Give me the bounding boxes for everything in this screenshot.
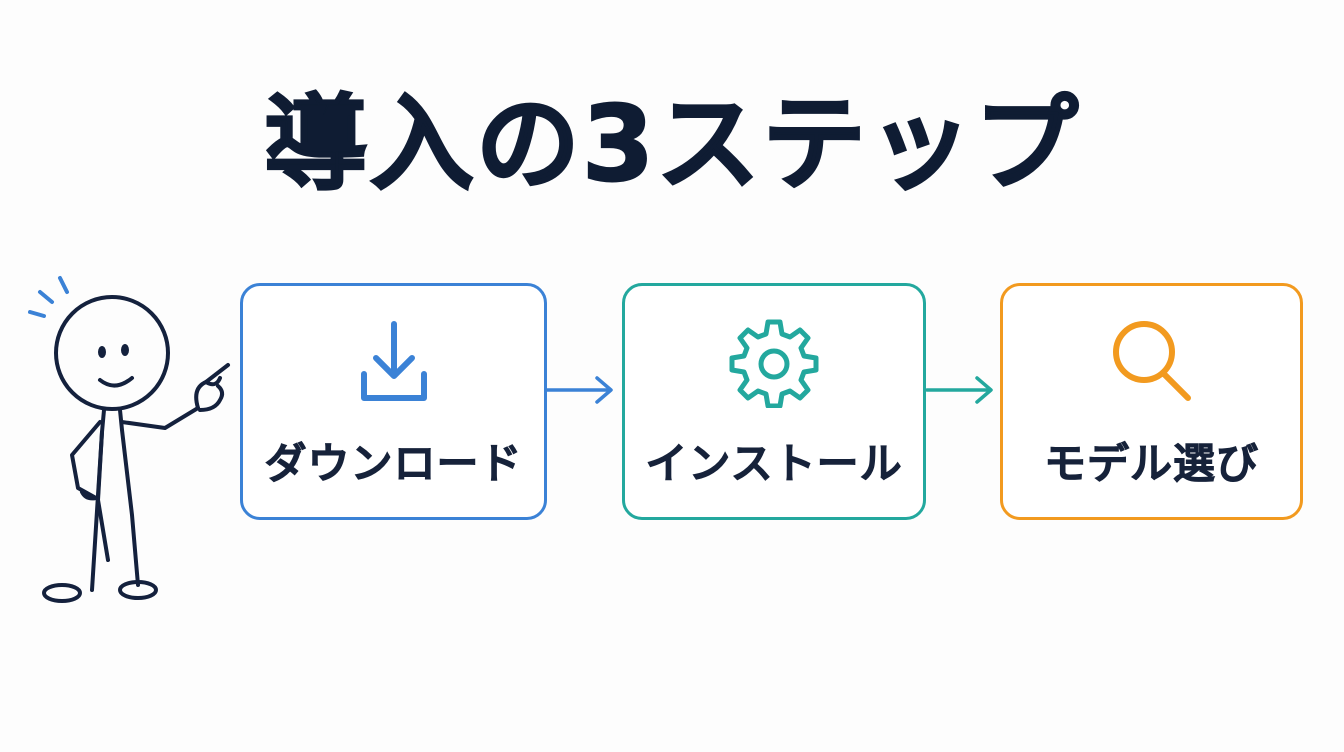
arrow-right-icon [925, 376, 993, 404]
step-install: インストール [622, 283, 926, 520]
step-label-install: インストール [645, 439, 903, 489]
step-model-choice: モデル選び [1000, 283, 1303, 520]
page-title: 導入の3ステップ [263, 83, 1081, 205]
gear-icon [729, 319, 819, 408]
pointing-stick-figure-icon [28, 276, 230, 603]
step-download: ダウンロード [240, 283, 547, 520]
step-label-model-choice: モデル選び [1043, 439, 1259, 489]
arrow-right-icon [545, 376, 613, 404]
download-icon [360, 321, 427, 401]
magnifier-icon [1112, 321, 1191, 401]
step-label-download: ダウンロード [264, 439, 523, 489]
